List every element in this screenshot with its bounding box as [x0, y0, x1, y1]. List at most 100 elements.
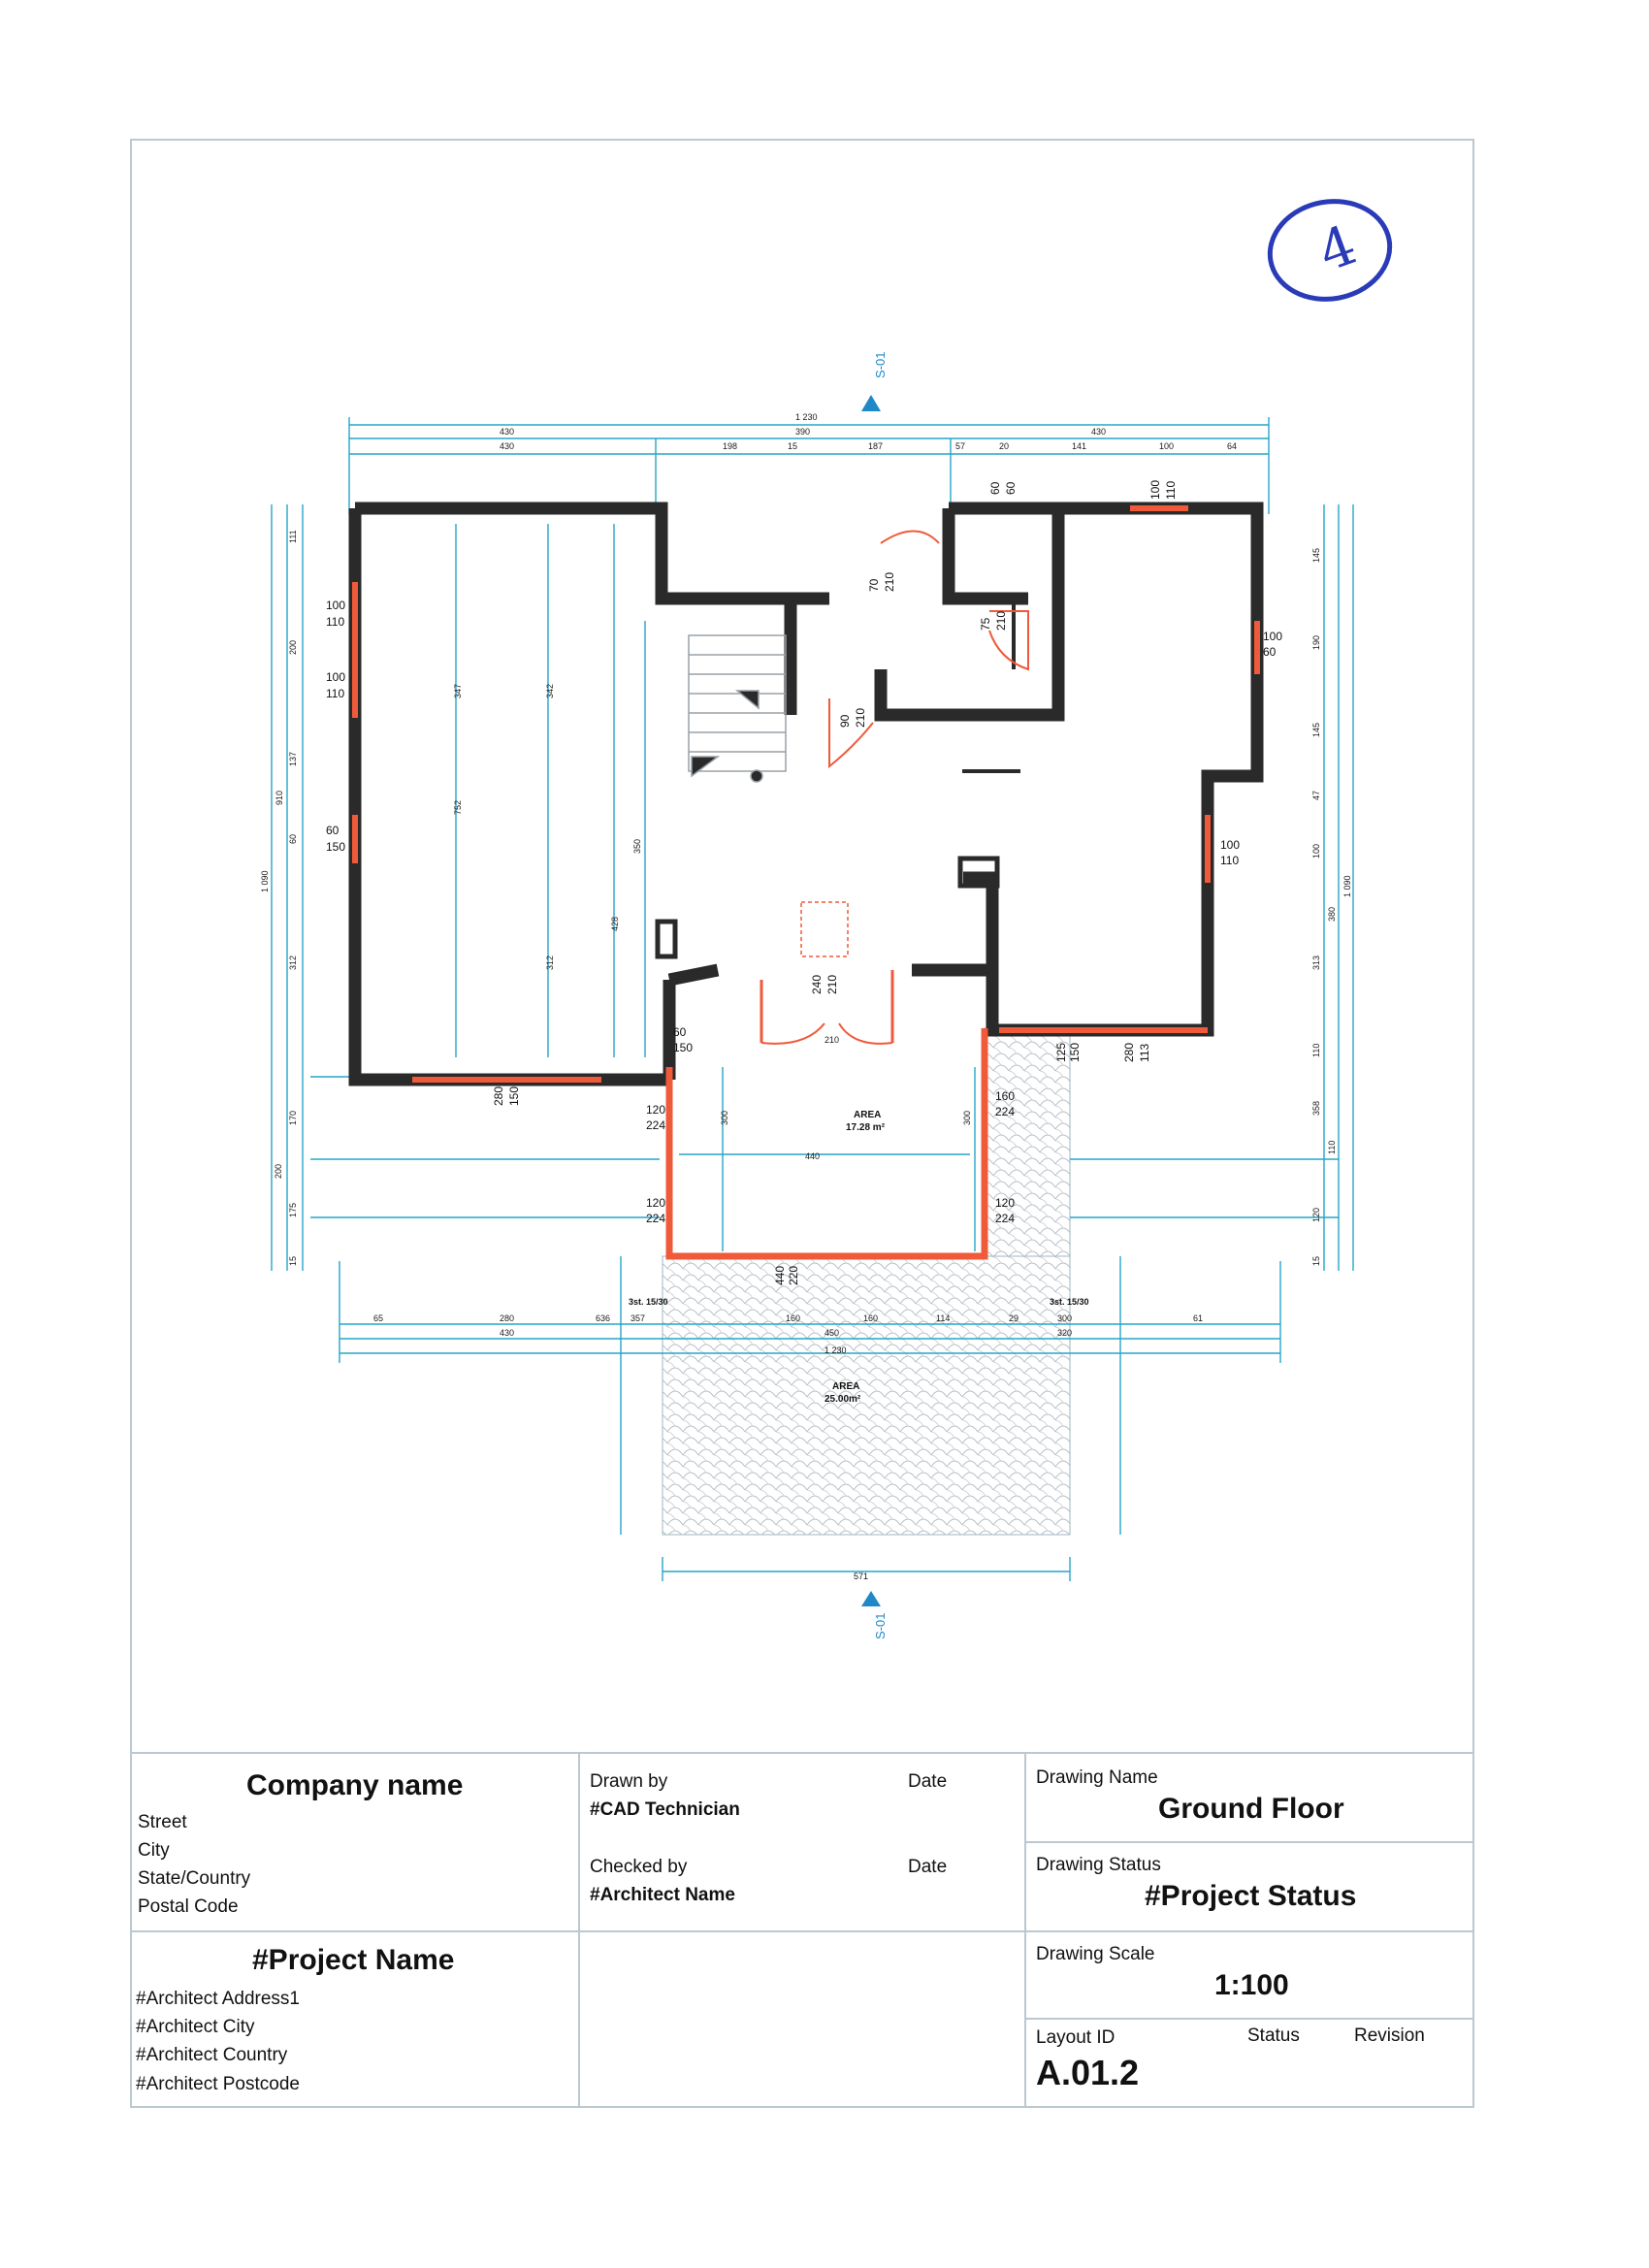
date-label-2: Date	[908, 1857, 948, 1877]
svg-text:110: 110	[1327, 1141, 1337, 1154]
svg-text:57: 57	[955, 441, 965, 451]
drawing-name-value: Ground Floor	[1158, 1793, 1344, 1825]
checked-by-label: Checked by	[590, 1857, 688, 1877]
svg-text:210: 210	[825, 975, 839, 994]
svg-text:64: 64	[1227, 441, 1237, 451]
stairs	[688, 634, 787, 783]
svg-text:AREA: AREA	[854, 1110, 881, 1120]
handwritten-page-mark: 4	[1267, 199, 1393, 302]
svg-text:224: 224	[646, 1118, 665, 1132]
svg-text:300: 300	[962, 1111, 972, 1125]
svg-text:1 230: 1 230	[795, 412, 818, 422]
svg-text:224: 224	[995, 1212, 1015, 1225]
svg-text:390: 390	[795, 427, 810, 437]
svg-text:198: 198	[723, 441, 737, 451]
drawing-scale-label: Drawing Scale	[1036, 1944, 1155, 1964]
svg-text:224: 224	[995, 1105, 1015, 1118]
layout-id-label: Layout ID	[1036, 2027, 1116, 2048]
svg-text:110: 110	[1164, 481, 1178, 500]
svg-text:100: 100	[1159, 441, 1174, 451]
svg-text:187: 187	[868, 441, 883, 451]
svg-text:430: 430	[500, 441, 514, 451]
svg-text:1 090: 1 090	[1342, 875, 1352, 897]
svg-text:450: 450	[824, 1328, 839, 1338]
svg-text:60: 60	[326, 824, 340, 837]
svg-text:430: 430	[1091, 427, 1106, 437]
svg-text:137: 137	[288, 752, 298, 766]
svg-text:114: 114	[936, 1313, 950, 1323]
architect-address: #Architect Address1	[136, 1989, 300, 2009]
revision-label: Revision	[1354, 2025, 1425, 2046]
address-postal: Postal Code	[138, 1896, 239, 1917]
svg-text:145: 145	[1311, 723, 1321, 737]
svg-text:224: 224	[646, 1212, 665, 1225]
svg-text:358: 358	[1311, 1101, 1321, 1116]
svg-text:125: 125	[1054, 1043, 1068, 1062]
svg-text:60: 60	[1263, 645, 1277, 659]
drawn-by-value: #CAD Technician	[590, 1799, 740, 1820]
svg-text:141: 141	[1072, 441, 1086, 451]
svg-text:60: 60	[673, 1025, 687, 1039]
walls	[348, 502, 1264, 1086]
svg-text:20: 20	[999, 441, 1009, 451]
dimension-lines	[271, 417, 1354, 1581]
svg-text:428: 428	[610, 917, 620, 931]
svg-text:110: 110	[1311, 1044, 1321, 1057]
svg-text:110: 110	[326, 615, 344, 629]
svg-text:29: 29	[1009, 1313, 1018, 1323]
svg-text:320: 320	[1057, 1328, 1072, 1338]
drawing-status-value: #Project Status	[1145, 1880, 1357, 1912]
svg-text:210: 210	[854, 708, 867, 728]
svg-text:350: 350	[632, 839, 642, 854]
svg-text:15: 15	[288, 1256, 298, 1266]
svg-text:342: 342	[545, 684, 555, 698]
svg-text:47: 47	[1311, 791, 1321, 800]
drawn-by-label: Drawn by	[590, 1771, 668, 1792]
svg-text:120: 120	[995, 1196, 1015, 1210]
title-block: Company name Street City State/Country P…	[130, 1752, 1474, 2108]
dimension-labels: 1 230 390 430 430 430 198 15 187 57 20 1…	[260, 412, 1352, 1355]
chimney	[655, 856, 1000, 959]
svg-text:3st. 15/30: 3st. 15/30	[629, 1297, 668, 1307]
svg-text:430: 430	[500, 1328, 514, 1338]
svg-text:200: 200	[274, 1164, 283, 1179]
svg-text:910: 910	[275, 791, 284, 805]
svg-text:636: 636	[596, 1313, 610, 1323]
svg-text:120: 120	[646, 1196, 665, 1210]
svg-text:100: 100	[1148, 480, 1162, 500]
svg-text:S-01: S-01	[873, 1613, 888, 1639]
svg-text:175: 175	[288, 1203, 298, 1217]
svg-text:280: 280	[1122, 1043, 1136, 1062]
svg-text:60: 60	[1004, 481, 1018, 495]
architect-postcode: #Architect Postcode	[136, 2074, 300, 2094]
svg-text:210: 210	[883, 572, 896, 592]
interior-walls	[962, 601, 1020, 773]
svg-text:210: 210	[824, 1035, 839, 1045]
svg-text:300: 300	[720, 1111, 729, 1125]
svg-text:190: 190	[1311, 635, 1321, 650]
svg-text:312: 312	[545, 956, 555, 970]
svg-text:100: 100	[1220, 838, 1240, 852]
svg-text:100: 100	[326, 670, 345, 684]
svg-text:111: 111	[288, 530, 298, 543]
paving-width-label: 571	[854, 1571, 868, 1581]
svg-text:240: 240	[810, 975, 824, 994]
architect-country: #Architect Country	[136, 2045, 288, 2065]
svg-text:110: 110	[1220, 854, 1239, 867]
svg-text:300: 300	[1057, 1313, 1072, 1323]
openings	[352, 505, 1260, 1260]
svg-text:347: 347	[453, 684, 463, 698]
svg-text:4: 4	[1310, 213, 1365, 284]
svg-text:60: 60	[988, 481, 1002, 495]
